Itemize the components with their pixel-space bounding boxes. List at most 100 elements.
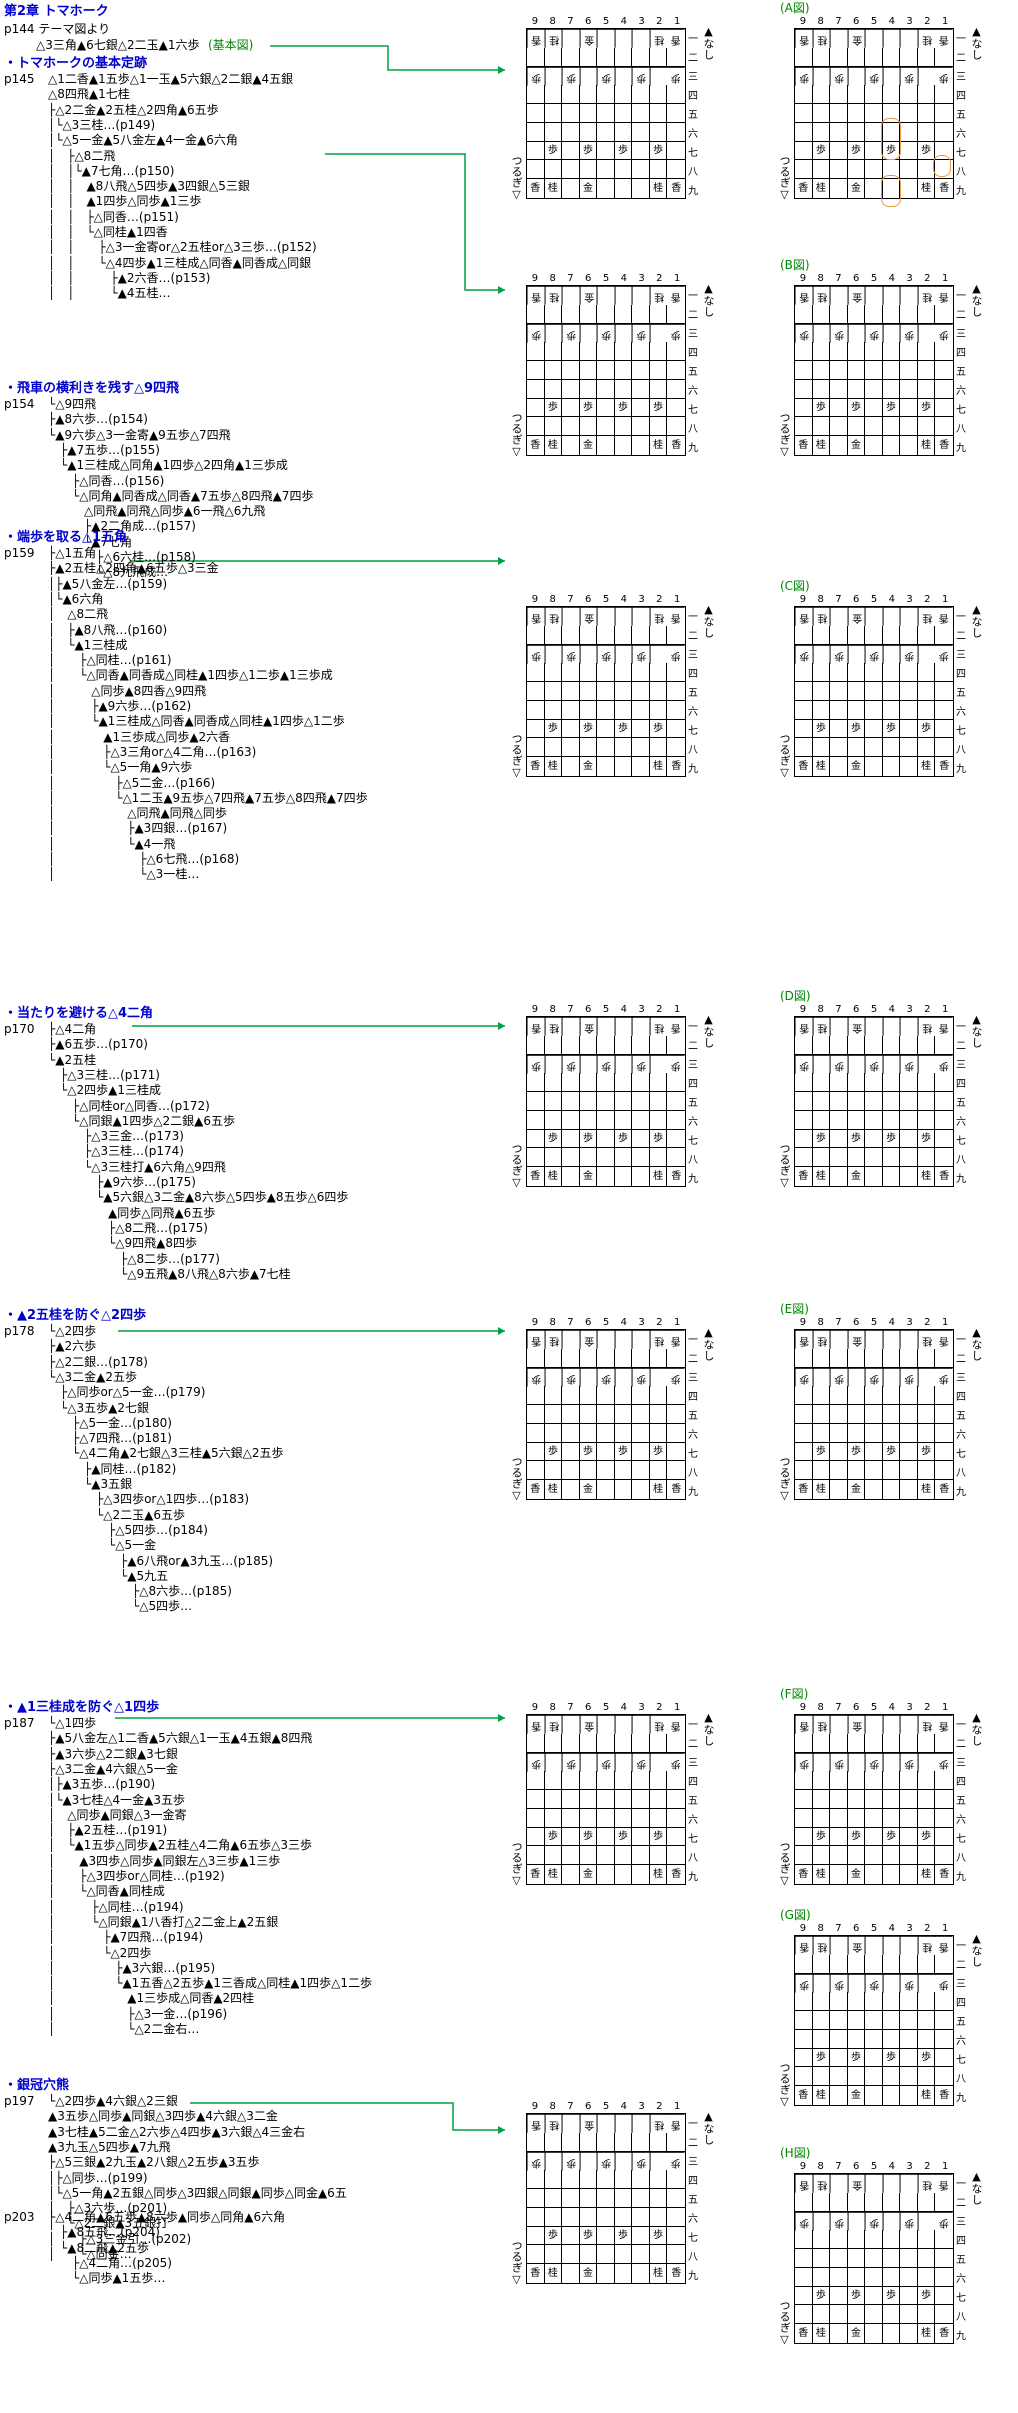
file-number: 9 <box>531 1317 539 1328</box>
board-square: 香 <box>795 286 813 305</box>
board-square <box>649 1054 668 1074</box>
board-square: 歩 <box>667 2151 685 2171</box>
board-square <box>795 160 813 180</box>
board-square: 歩 <box>900 1367 918 1387</box>
board-square <box>632 1480 650 1499</box>
board-square: 香 <box>667 1330 685 1349</box>
rank-number: 六 <box>956 1117 966 1128</box>
board-square <box>597 1771 615 1791</box>
board-square: 桂 <box>650 179 668 198</box>
page-number: p159 <box>4 546 35 560</box>
board-square <box>649 361 668 380</box>
board-square: 桂 <box>812 607 831 626</box>
board-square <box>812 1405 831 1424</box>
board-square <box>865 286 883 305</box>
rank-number: 一 <box>688 612 698 623</box>
board-square <box>544 663 563 683</box>
rank-number: 一 <box>956 2179 966 2190</box>
board-square: 歩 <box>579 1129 598 1149</box>
sente-hand: つるぎ▽ <box>510 1841 523 1887</box>
board-square: 桂 <box>918 1865 936 1884</box>
board-square <box>935 663 953 683</box>
board-square <box>527 104 545 123</box>
board-square <box>900 2067 918 2087</box>
rank-number: 八 <box>956 167 966 178</box>
board-square <box>917 66 936 86</box>
board-square <box>882 644 901 664</box>
board-square <box>667 701 685 720</box>
board-square <box>544 2132 563 2152</box>
board-square <box>615 179 633 198</box>
board-square <box>544 1461 563 1481</box>
board-square <box>900 398 918 418</box>
board-square <box>649 625 668 645</box>
board-square <box>597 2114 615 2133</box>
rank-numbers: 一二三四五六七八九 <box>688 1329 700 1500</box>
board-square <box>544 342 563 362</box>
board-square: 歩 <box>667 644 685 664</box>
board-square <box>917 2267 936 2287</box>
board-square <box>865 2324 883 2343</box>
board-square <box>812 1790 831 1809</box>
board-square <box>527 1348 545 1368</box>
board-square <box>812 1846 831 1866</box>
board-square: 歩 <box>562 644 580 664</box>
board-square <box>632 1846 650 1866</box>
rank-number: 八 <box>688 2252 698 2263</box>
page-number: p170 <box>4 1022 35 1036</box>
board-square <box>882 1092 901 1111</box>
board-square <box>597 1092 615 1111</box>
file-number: 9 <box>799 16 807 27</box>
board-square: 桂 <box>812 1330 831 1349</box>
board-square <box>865 1073 883 1093</box>
move-line: │ ├△3四歩or△同桂…(p192) <box>48 1869 225 1883</box>
rank-number: 九 <box>956 1487 966 1498</box>
board-square <box>614 1017 633 1036</box>
board-square <box>882 304 901 324</box>
file-number: 7 <box>835 16 842 27</box>
board-square <box>812 2267 831 2287</box>
board-square <box>649 2189 668 2208</box>
rank-number: 一 <box>956 612 966 623</box>
file-number: 2 <box>656 273 663 284</box>
board-square: 歩 <box>830 66 848 86</box>
board-square <box>667 342 685 362</box>
board-square: 金 <box>848 1480 866 1499</box>
rank-number: 七 <box>688 726 698 737</box>
move-line: │ ├△3三角or△4二角…(p163) <box>48 744 257 759</box>
rank-number: 二 <box>956 1354 966 1365</box>
board-square <box>812 47 831 67</box>
board-square <box>882 1405 901 1424</box>
move-line: ├▲7五歩…(p155) <box>48 442 160 457</box>
board-square <box>614 1405 633 1424</box>
rank-number: 七 <box>956 1136 966 1147</box>
sente-hand: つるぎ▽ <box>510 1456 523 1502</box>
board-square <box>917 1405 936 1424</box>
rank-number: 二 <box>688 1354 698 1365</box>
file-number: 3 <box>906 2161 913 2172</box>
board-square <box>935 1809 953 1828</box>
move-line: └▲7七角 <box>48 534 133 549</box>
board-square <box>597 757 615 776</box>
file-number: 4 <box>888 2161 895 2172</box>
board-square <box>882 607 901 626</box>
board-square: 金 <box>579 1715 598 1734</box>
board-square <box>900 47 918 67</box>
board-square <box>830 1330 848 1349</box>
board-square <box>882 1808 901 1828</box>
board-square <box>795 47 813 67</box>
board-square <box>935 1734 953 1753</box>
board-square <box>667 2133 685 2152</box>
board-square <box>632 1330 650 1349</box>
board-square <box>649 104 668 123</box>
board-square <box>917 625 936 645</box>
board-square <box>527 379 545 399</box>
board-square <box>597 29 615 48</box>
board-square <box>900 663 918 683</box>
board-square <box>900 1442 918 1462</box>
board-square <box>795 1954 813 1974</box>
board-square <box>544 1808 563 1828</box>
